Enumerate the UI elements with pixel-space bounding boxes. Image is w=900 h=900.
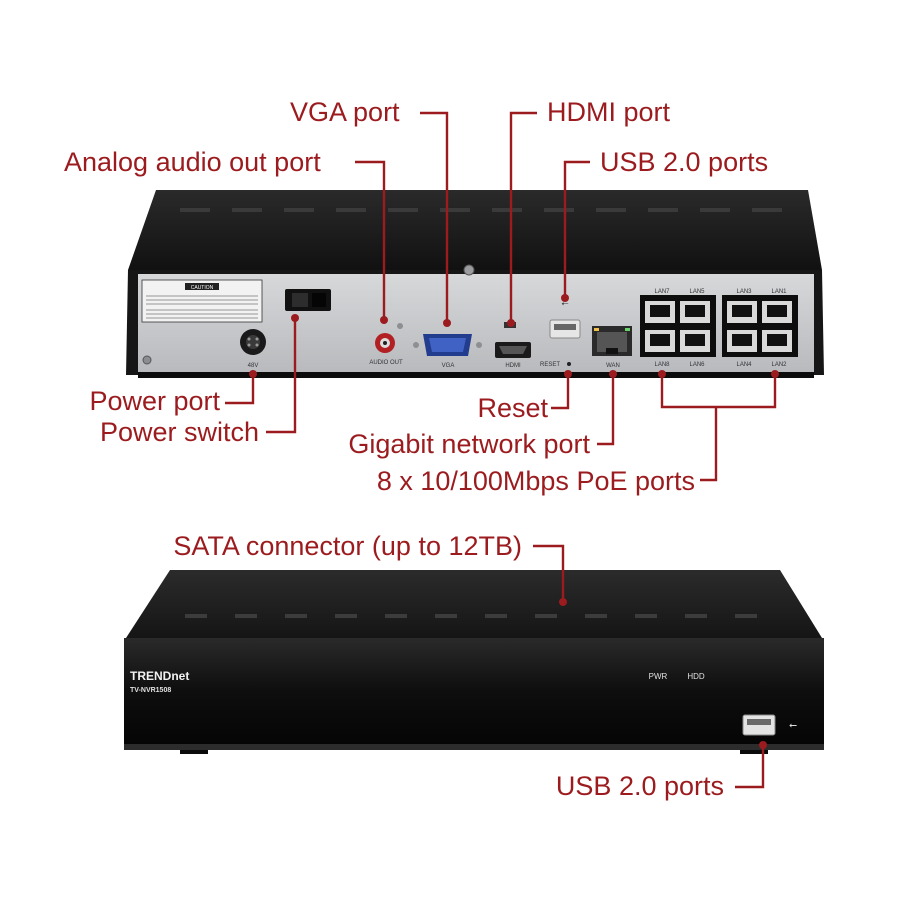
callout-power-switch: Power switch xyxy=(99,417,259,447)
power-port[interactable]: 48V xyxy=(240,329,266,369)
front-device: TRENDnet TV-NVR1508 PWR HDD ⭠ xyxy=(124,570,824,754)
hdmi-label: HDMI xyxy=(505,363,521,369)
callout-rear-usb-ports: USB 2.0 ports xyxy=(600,147,769,177)
brand-logo: TRENDnet xyxy=(130,669,189,683)
lan-label: LAN4 xyxy=(736,362,752,368)
front-panel xyxy=(124,638,824,744)
lan-label: LAN2 xyxy=(771,362,787,368)
callout-sata-connector: SATA connector (up to 12TB) xyxy=(173,531,522,561)
voltage-label: 48V xyxy=(248,363,259,369)
audio-out-port[interactable]: AUDIO OUT xyxy=(369,323,403,366)
callout-poe-ports: 8 x 10/100Mbps PoE ports xyxy=(376,466,695,496)
callout-reset: Reset xyxy=(477,393,548,423)
callout-hdmi-port: HDMI port xyxy=(547,97,671,127)
lan-label: LAN3 xyxy=(736,289,752,295)
callout-analog-audio-out-port: Analog audio out port xyxy=(64,147,321,177)
callout-dots xyxy=(249,294,779,749)
wan-label: WAN xyxy=(606,363,620,369)
hdd-indicator: HDD xyxy=(687,672,705,681)
screw-icon xyxy=(142,355,152,365)
power-switch[interactable] xyxy=(285,289,331,311)
vga-label: VGA xyxy=(442,363,455,369)
caution-sticker: CAUTION xyxy=(141,279,263,323)
reset-button[interactable]: RESET xyxy=(540,362,571,368)
callout-lines xyxy=(225,111,777,789)
rear-usb-port[interactable]: ⭠ xyxy=(549,298,581,339)
top-vents xyxy=(180,208,782,212)
wan-port[interactable]: WAN xyxy=(592,326,632,369)
lan-label: LAN8 xyxy=(654,362,670,368)
lan-label: LAN7 xyxy=(654,289,670,295)
lan-label: LAN6 xyxy=(689,362,705,368)
callout-vga-port: VGA port xyxy=(290,97,400,127)
callout-gigabit-network-port: Gigabit network port xyxy=(348,429,590,459)
callout-front-usb-ports: USB 2.0 ports xyxy=(555,771,724,801)
usb-icon: ⭠ xyxy=(789,720,797,731)
top-vents xyxy=(185,614,757,618)
vga-port[interactable]: VGA xyxy=(413,334,482,369)
front-usb-port[interactable] xyxy=(742,714,776,736)
lan-label: LAN5 xyxy=(689,289,705,295)
rear-device: CAUTION 48V AUDIO OUT xyxy=(126,190,824,378)
poe-lan-ports[interactable]: LAN7 LAN5 LAN3 LAN1 LAN8 LAN6 LAN4 LAN2 xyxy=(640,289,798,368)
screw-icon xyxy=(463,264,475,276)
audio-out-label: AUDIO OUT xyxy=(369,360,403,366)
front-top-surface xyxy=(126,570,822,638)
usb-icon: ⭠ xyxy=(561,298,568,308)
rear-top-surface xyxy=(128,190,822,270)
lan-label: LAN1 xyxy=(771,289,787,295)
callout-power-port: Power port xyxy=(89,386,220,416)
pwr-indicator: PWR xyxy=(649,672,668,681)
reset-label: RESET xyxy=(540,362,560,368)
caution-title: CAUTION xyxy=(191,285,214,291)
model-number: TV-NVR1508 xyxy=(130,687,171,694)
